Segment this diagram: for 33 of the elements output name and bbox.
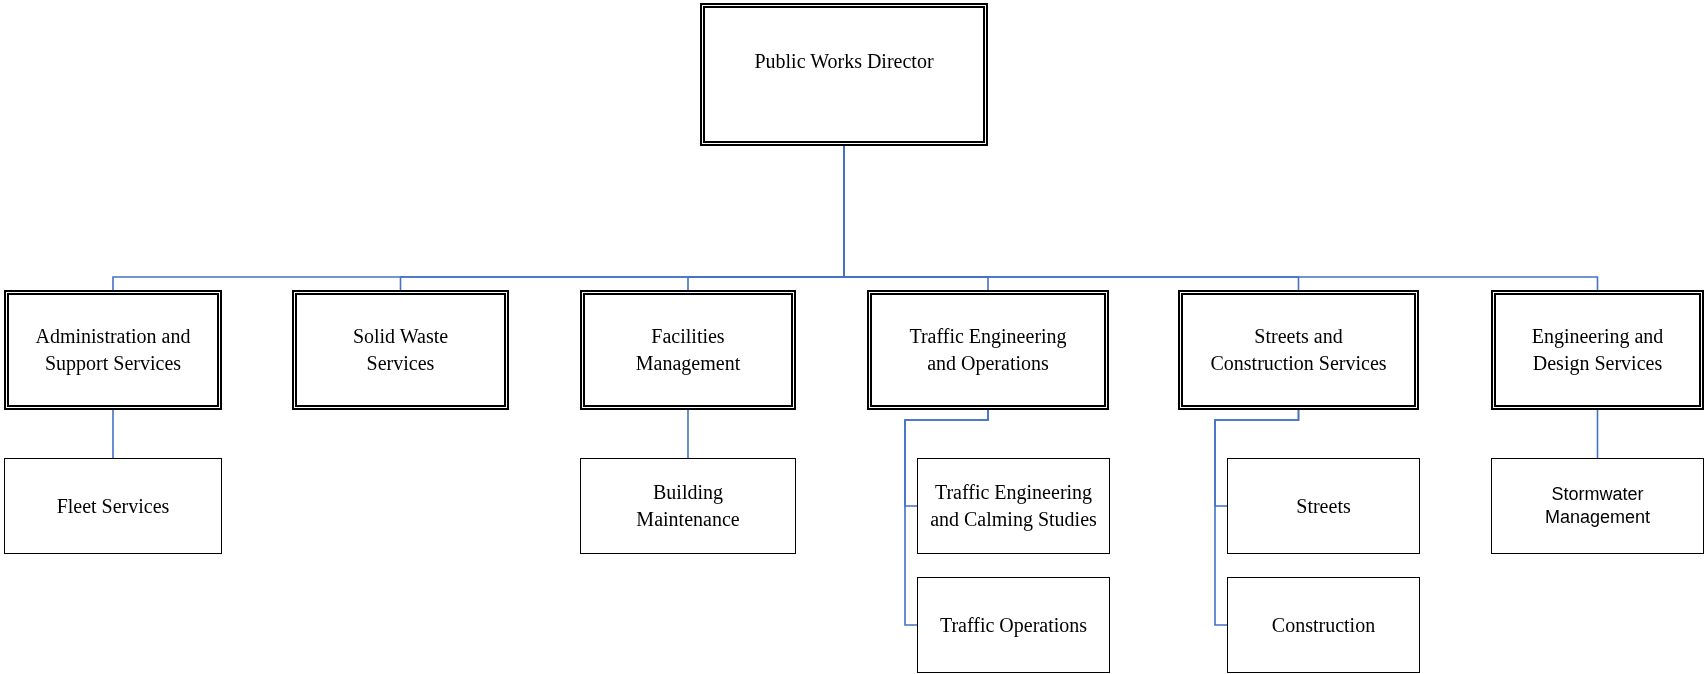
org-box <box>1491 458 1704 554</box>
box-label: Building Maintenance <box>635 480 741 532</box>
box-label: Solid Waste Services <box>351 324 450 376</box>
connector-line <box>1214 409 1300 626</box>
connector-line <box>687 409 689 459</box>
box-label: Stormwater Management <box>1543 482 1652 529</box>
connector-line <box>1596 409 1599 459</box>
box-label: Traffic Engineering and Calming Studies <box>929 480 1098 533</box>
org-box <box>917 458 1110 554</box>
org-box <box>4 290 222 410</box>
org-box <box>292 290 509 410</box>
box-label: Facilities Management <box>634 324 742 377</box>
box-label: Traffic Engineering and Operations <box>908 324 1068 377</box>
org-box <box>580 458 796 554</box>
org-box <box>700 3 988 146</box>
connector-line <box>904 409 989 626</box>
org-box <box>580 290 796 410</box>
box-label: Engineering and Design Services <box>1530 324 1665 377</box>
box-label: Traffic Operations <box>938 612 1089 639</box>
box-label: Streets <box>1295 493 1352 519</box>
box-label: Fleet Services <box>55 493 171 519</box>
org-box <box>1227 458 1420 554</box>
connector-line <box>112 409 114 459</box>
org-box <box>867 290 1109 410</box>
box-label: Public Works Director <box>753 49 935 74</box>
org-box <box>4 458 222 554</box>
box-label: Streets and Construction Services <box>1209 324 1388 376</box>
org-box <box>1491 290 1704 410</box>
box-label: Construction <box>1270 612 1377 638</box>
org-box <box>917 577 1110 673</box>
org-box <box>1227 577 1420 673</box>
box-label: Administration and Support Services <box>34 324 192 377</box>
org-box <box>1178 290 1419 410</box>
